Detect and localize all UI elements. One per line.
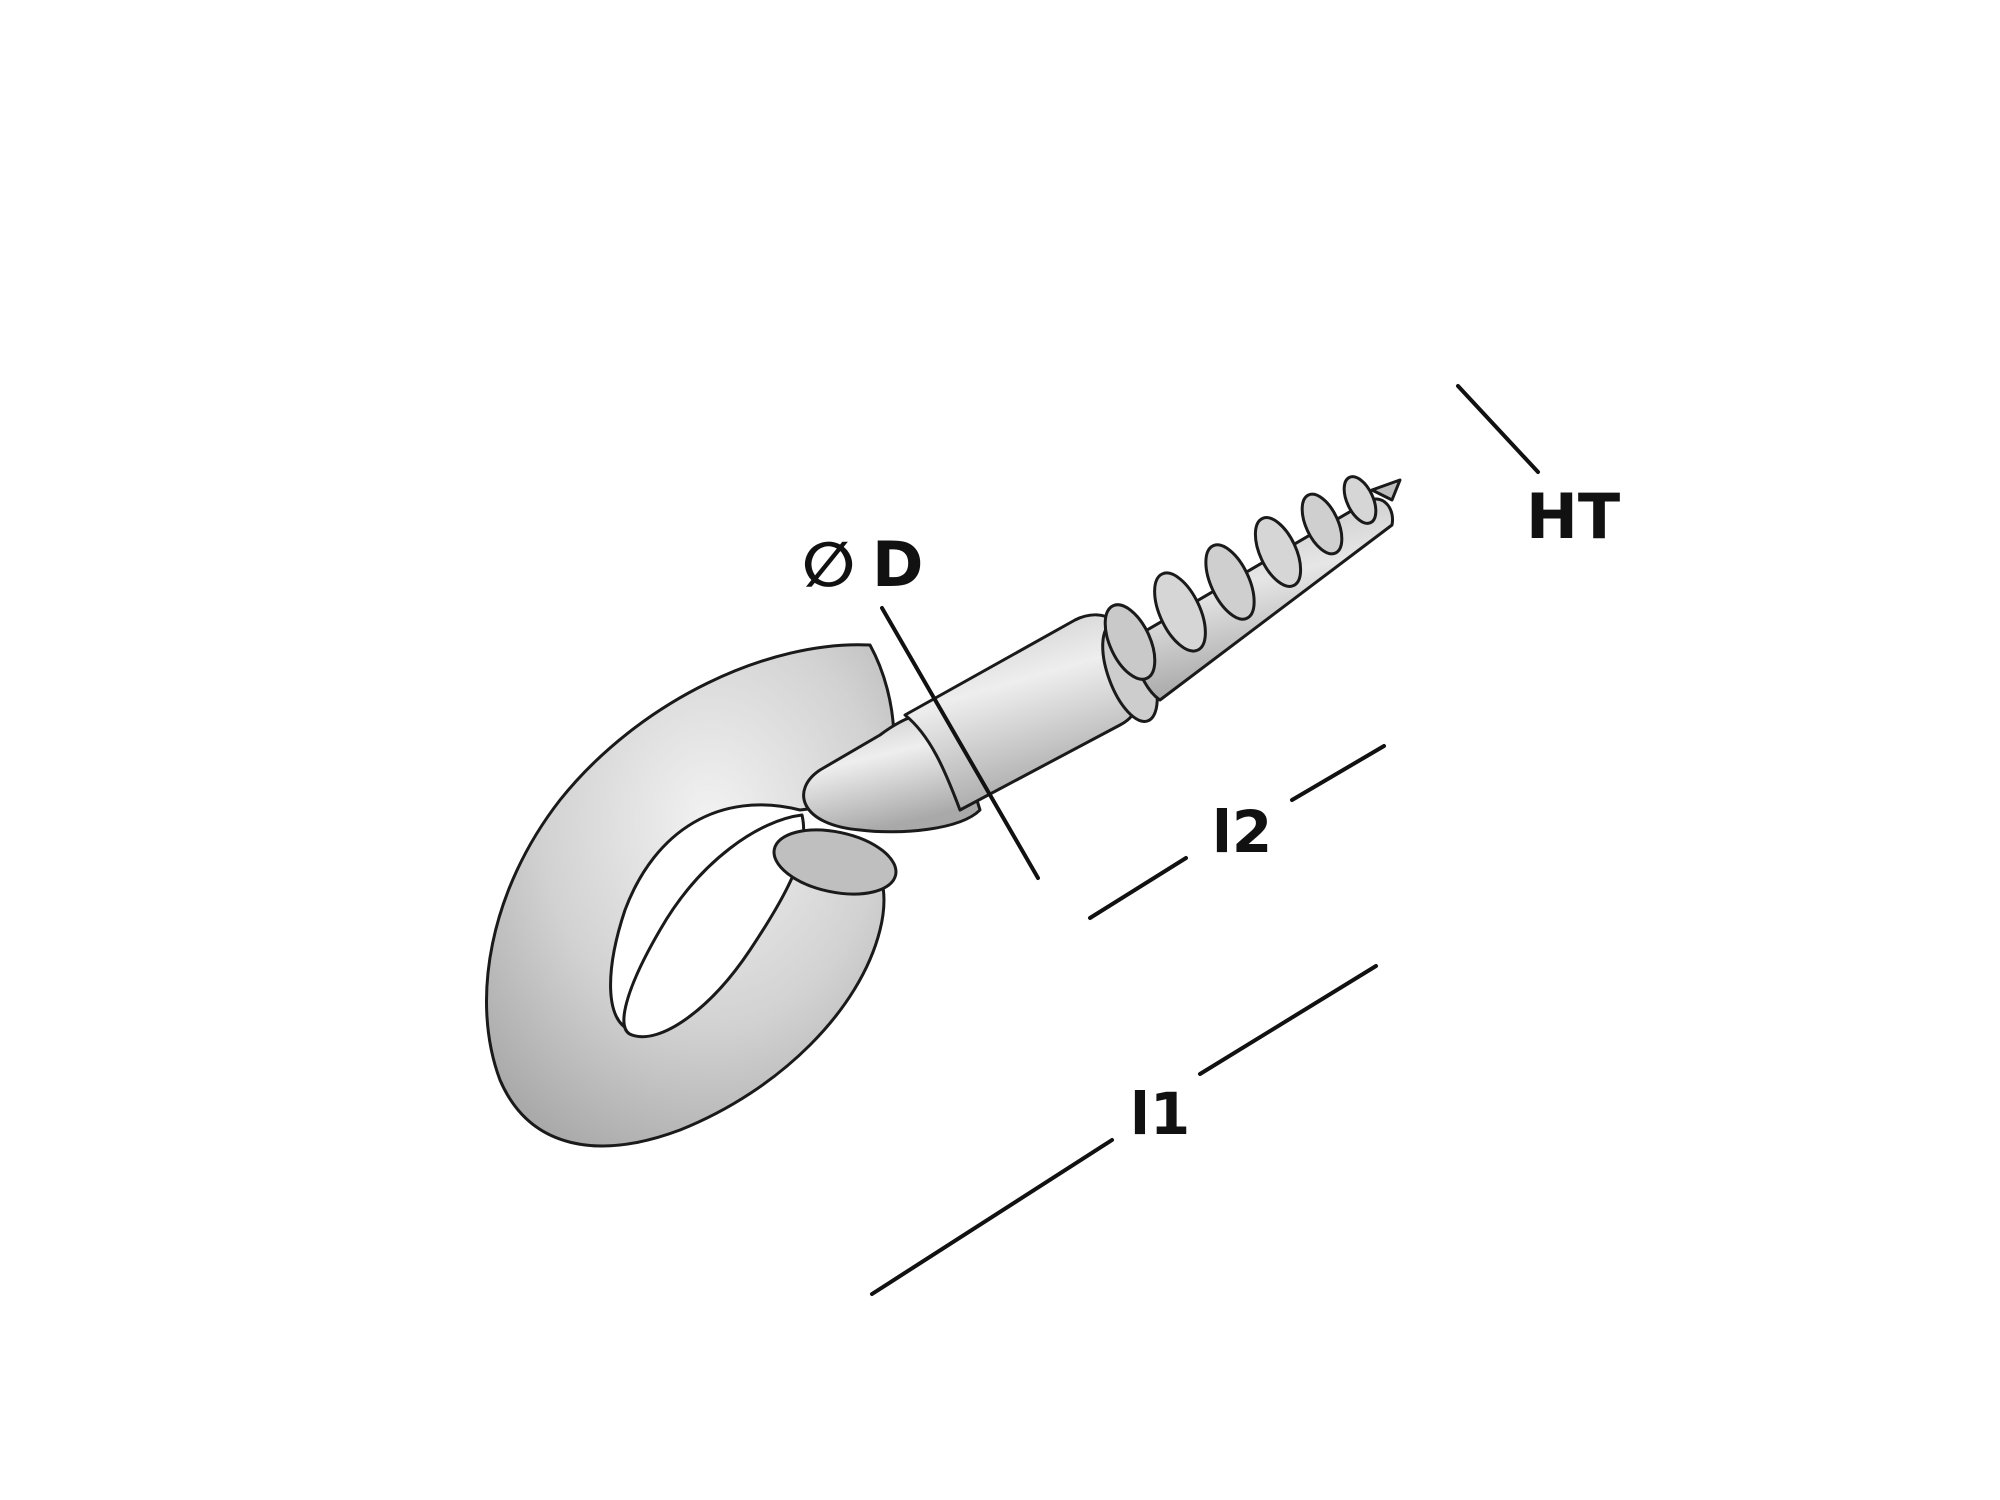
l2-dimension-line-right (1290, 744, 1386, 802)
l1-label: l1 (1130, 1080, 1190, 1148)
l2-dimension-line-left (1088, 856, 1188, 920)
screw-tip (1370, 478, 1402, 502)
thread-type-leader-line (1456, 384, 1540, 474)
l1-dimension-line-right (1198, 964, 1378, 1076)
eye-hole (622, 813, 806, 1039)
diameter-dimension-line (880, 606, 1040, 880)
threaded-section (1103, 475, 1402, 702)
ring-end-face (772, 828, 898, 896)
eye-ring (485, 643, 898, 1148)
diameter-label: D (872, 528, 923, 601)
thread-type-label: HT (1526, 480, 1620, 553)
l1-dimension-line-left (870, 1138, 1114, 1296)
diameter-symbol: ∅ (802, 528, 855, 601)
l2-label: l2 (1212, 798, 1272, 866)
